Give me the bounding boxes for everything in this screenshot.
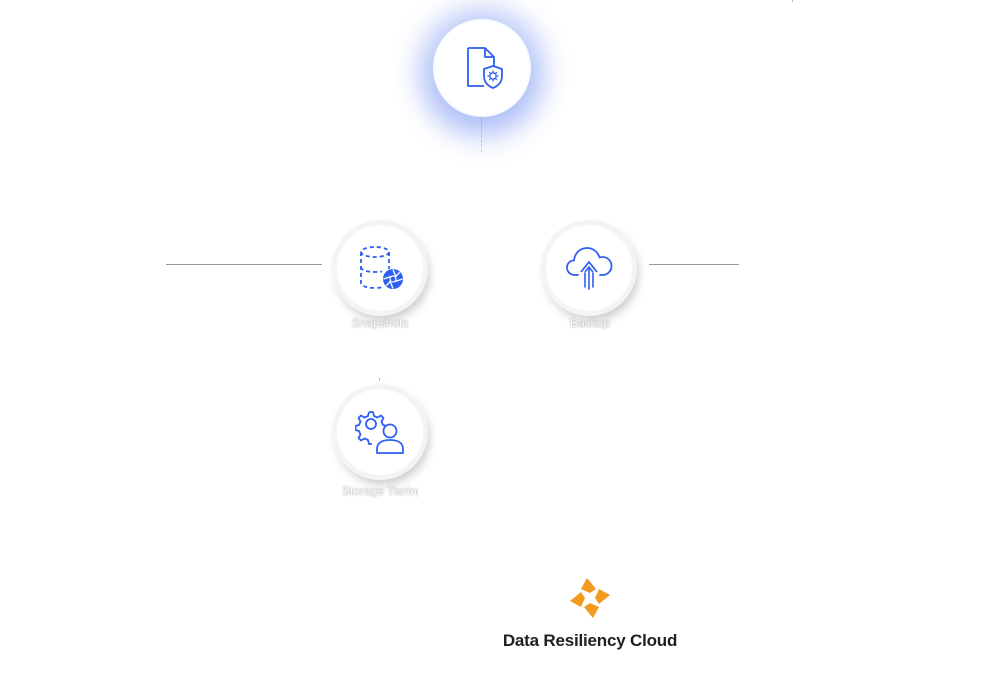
right-connector-line xyxy=(649,264,739,265)
database-shutter-icon xyxy=(355,245,405,291)
tiering-connector-tick xyxy=(379,378,380,381)
brand-name: Data Resiliency Cloud xyxy=(502,631,678,650)
protected-data-node[interactable] xyxy=(435,21,529,115)
gear-person-icon xyxy=(355,408,405,456)
cloud-upload-icon xyxy=(564,243,614,293)
storage-tiering-node[interactable] xyxy=(337,389,423,475)
left-connector-line xyxy=(166,264,322,265)
top-connector-dashed-line xyxy=(481,116,482,152)
snapshots-label: Snapshots xyxy=(351,316,409,330)
document-shield-gear-icon xyxy=(460,44,504,92)
backup-label: Backup xyxy=(569,316,611,330)
brand-block: Data Resiliency Cloud xyxy=(500,575,680,651)
storage-tiering-label: Storage Tiering xyxy=(342,484,418,498)
corner-tick-mark xyxy=(792,0,793,2)
snapshots-node[interactable] xyxy=(337,225,423,311)
pinwheel-logo xyxy=(500,575,680,621)
backup-node[interactable] xyxy=(546,225,632,311)
